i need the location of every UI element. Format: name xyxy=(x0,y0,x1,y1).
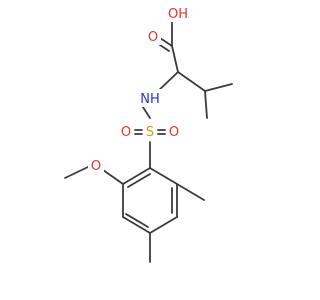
label-bg-nh xyxy=(138,89,162,107)
bond-cooh-calpha xyxy=(171,45,179,73)
carbonyl-oxygen-label: O xyxy=(148,30,158,45)
label-bg-methoxy xyxy=(88,156,104,174)
atom-labels: OH O NH S O O O xyxy=(88,4,190,174)
ring-bond-6-inner xyxy=(127,173,151,188)
sulfonyl-oxygen-left-label: O xyxy=(121,125,131,140)
structure-diagram: OH O NH S O O O xyxy=(64,4,233,263)
sulfur-label: S xyxy=(146,125,154,140)
ring-bond-6 xyxy=(122,167,151,185)
methoxy-oxygen-label: O xyxy=(91,159,101,174)
bond-omethoxy-ch3 xyxy=(64,166,89,179)
label-bg-oh xyxy=(164,4,190,22)
label-bg-s xyxy=(143,122,157,140)
bond-ring-methyl-5 xyxy=(176,183,205,201)
bonds xyxy=(64,21,233,263)
sulfonyl-oxygen-right-label: O xyxy=(169,125,179,140)
bond-cbeta-me1 xyxy=(204,83,233,92)
bond-carbonyl-a xyxy=(159,37,173,47)
ring-bond-4 xyxy=(122,216,151,234)
bond-ring-omethoxy xyxy=(102,169,124,185)
bond-cbeta-me2 xyxy=(204,90,208,119)
ring-bond-4-inner xyxy=(125,213,149,228)
label-bg-carbonyl xyxy=(145,27,161,45)
ring-bond-3 xyxy=(149,216,178,234)
amine-label: NH xyxy=(140,92,160,107)
ring-bond-1 xyxy=(149,167,178,185)
bond-calpha-cbeta xyxy=(177,71,206,92)
hydroxyl-label: OH xyxy=(168,7,188,22)
